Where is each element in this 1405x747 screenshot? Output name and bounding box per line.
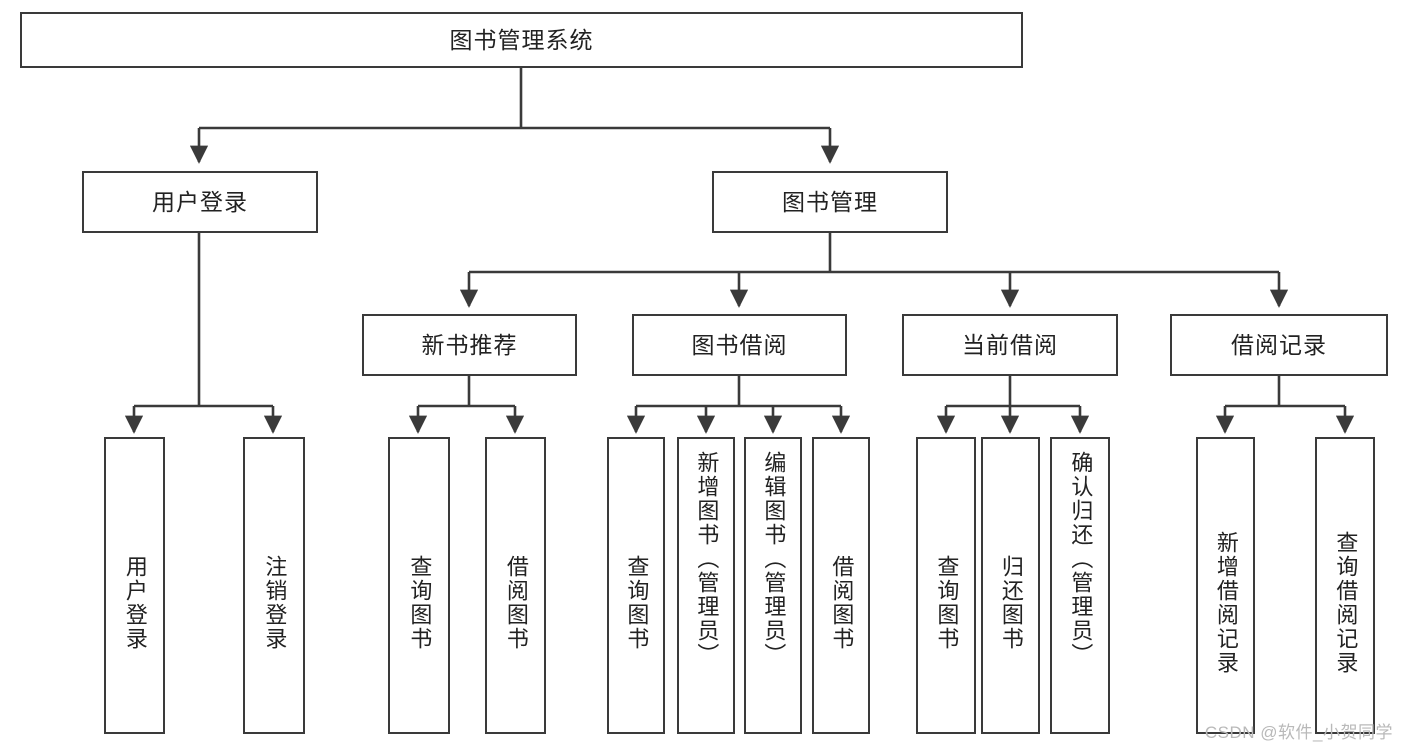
leaf-query-book-1-label: 查询图书: [407, 555, 433, 651]
leaf-query-book-3-label: 查询图书: [934, 555, 960, 651]
leaf-logout-login-label: 注销登录: [262, 555, 288, 651]
leaf-query-borrow-record-label: 查询借阅记录: [1333, 531, 1359, 675]
leaf-query-book-2-label: 查询图书: [624, 555, 650, 651]
leaf-borrow-book-2-label: 借阅图书: [829, 555, 855, 651]
leaf-query-book-1[interactable]: 查询图书: [388, 437, 450, 734]
node-current-borrow[interactable]: 当前借阅: [902, 314, 1118, 376]
node-new-book-recommend-label: 新书推荐: [421, 331, 518, 358]
leaf-add-borrow-record[interactable]: 新增借阅记录: [1196, 437, 1255, 734]
leaf-confirm-return-admin[interactable]: 确认归还（管理员）: [1050, 437, 1110, 734]
leaf-add-book-admin-label: 新增图书（管理员）: [694, 451, 720, 667]
leaf-query-book-2[interactable]: 查询图书: [607, 437, 665, 734]
node-book-borrow-label: 图书借阅: [691, 331, 788, 358]
node-borrow-record[interactable]: 借阅记录: [1170, 314, 1388, 376]
leaf-edit-book-admin[interactable]: 编辑图书（管理员）: [744, 437, 802, 734]
node-borrow-record-label: 借阅记录: [1231, 331, 1327, 358]
leaf-query-book-3[interactable]: 查询图书: [916, 437, 976, 734]
watermark: CSDN @软件_小贺同学: [1204, 723, 1393, 742]
node-new-book-recommend[interactable]: 新书推荐: [362, 314, 577, 376]
leaf-confirm-return-admin-label: 确认归还（管理员）: [1068, 451, 1094, 667]
leaf-borrow-book-2[interactable]: 借阅图书: [812, 437, 870, 734]
leaf-return-book[interactable]: 归还图书: [981, 437, 1040, 734]
leaf-borrow-book-1[interactable]: 借阅图书: [485, 437, 546, 734]
leaf-add-book-admin[interactable]: 新增图书（管理员）: [677, 437, 735, 734]
node-book-management[interactable]: 图书管理: [712, 171, 948, 233]
leaf-borrow-book-1-label: 借阅图书: [503, 555, 529, 651]
leaf-user-login[interactable]: 用户登录: [104, 437, 165, 734]
leaf-logout-login[interactable]: 注销登录: [243, 437, 305, 734]
node-current-borrow-label: 当前借阅: [962, 331, 1058, 358]
node-root[interactable]: 图书管理系统: [20, 12, 1023, 68]
leaf-return-book-label: 归还图书: [998, 555, 1024, 651]
leaf-edit-book-admin-label: 编辑图书（管理员）: [761, 451, 787, 667]
node-user-login[interactable]: 用户登录: [82, 171, 318, 233]
node-root-label: 图书管理系统: [449, 26, 594, 53]
node-user-login-label: 用户登录: [152, 188, 248, 215]
node-book-borrow[interactable]: 图书借阅: [632, 314, 847, 376]
leaf-query-borrow-record[interactable]: 查询借阅记录: [1315, 437, 1375, 734]
leaf-add-borrow-record-label: 新增借阅记录: [1213, 531, 1239, 675]
node-book-management-label: 图书管理: [782, 188, 878, 215]
leaf-user-login-label: 用户登录: [122, 555, 148, 651]
